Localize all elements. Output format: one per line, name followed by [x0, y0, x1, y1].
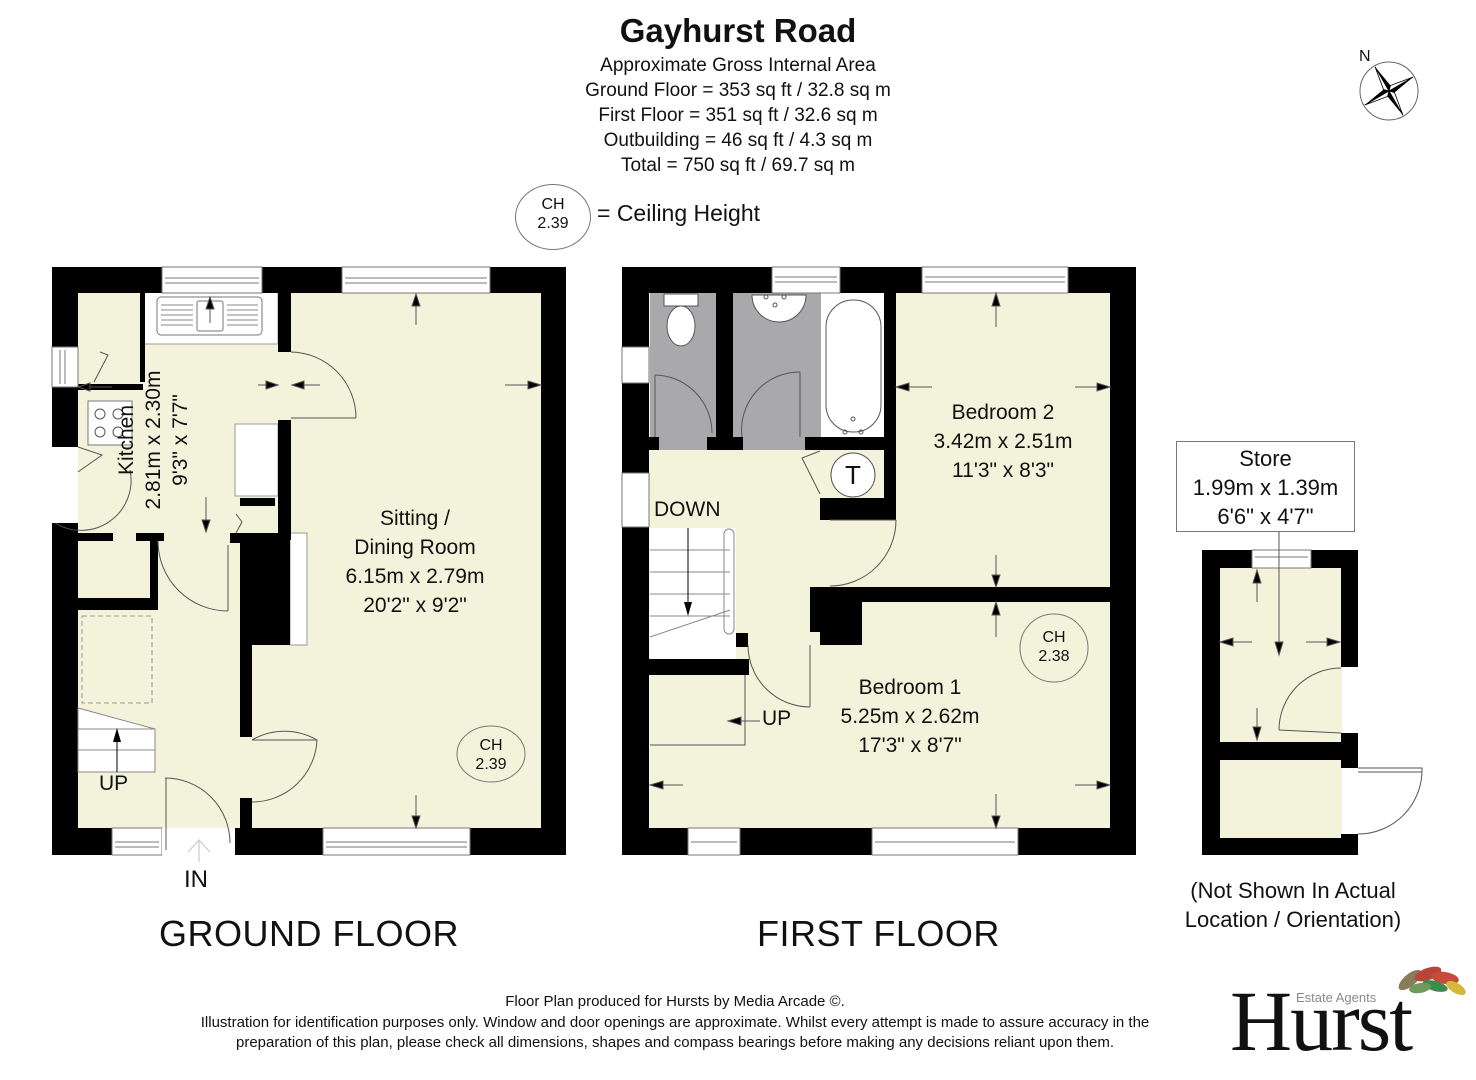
store-label-box: Store 1.99m x 1.39m 6'6" x 4'7" [1176, 441, 1355, 532]
legend-symbol-ch: CH [541, 196, 565, 213]
area-ground-floor: Ground Floor = 353 sq ft / 32.8 sq m [585, 80, 891, 101]
ceiling-height-legend-text: = Ceiling Height [597, 200, 761, 226]
compass-rose-icon [1359, 61, 1419, 121]
ground-floor-label: GROUND FLOOR [159, 913, 460, 954]
first-floor-plan [621, 266, 1136, 856]
area-outbuilding: Outbuilding = 46 sq ft / 4.3 sq m [603, 130, 873, 151]
bedroom2-imperial: 11'3" x 8'3" [952, 459, 1054, 482]
ground-ceiling-height-badge: CH 2.39 [457, 736, 525, 774]
bedroom2-metric: 3.42m x 2.51m [933, 430, 1073, 453]
hurst-logo: Estate Agents Hurst [1230, 960, 1470, 1070]
ground-floor-plan [51, 266, 566, 862]
outbuilding-orientation-note: (Not Shown In Actual Location / Orientat… [1160, 876, 1426, 934]
store-metric: 1.99m x 1.39m [1192, 475, 1339, 500]
kitchen-label: Kitchen 2.81m x 2.30m 9'3" x 7'7" [113, 345, 213, 535]
ground-ch-value: 2.39 [475, 756, 507, 773]
ceiling-height-legend-symbol: CH 2.39 [515, 184, 591, 250]
floor-plan-credit: Floor Plan produced for Hursts by Media … [505, 993, 845, 1010]
stairs-down-label: DOWN [654, 498, 721, 521]
ground-ch-label: CH [479, 737, 503, 754]
area-subtitle: Approximate Gross Internal Area [600, 55, 876, 76]
water-tank-label: T [845, 460, 861, 490]
outbuilding-plan [1202, 532, 1423, 855]
bedroom1-imperial: 17'3" x 8'7" [858, 734, 962, 757]
bedroom-1-label: Bedroom 1 5.25m x 2.62m 17'3" x 8'7" [810, 673, 1010, 760]
logo-wordmark: Hurst [1230, 973, 1413, 1069]
kitchen-metric: 2.81m x 2.30m [142, 370, 165, 510]
leaves-icon [1398, 966, 1466, 995]
first-stairs-up-label: UP [762, 707, 792, 730]
ground-stairs-up-label: UP [99, 772, 129, 795]
first-ch-value: 2.38 [1038, 648, 1070, 665]
disclaimer-line-1: Illustration for identification purposes… [200, 1014, 1150, 1031]
bedroom1-metric: 5.25m x 2.62m [840, 705, 980, 728]
note-line-2: Location / Orientation) [1184, 907, 1402, 932]
area-first-floor: First Floor = 351 sq ft / 32.6 sq m [598, 105, 878, 126]
bedroom-2-label: Bedroom 2 3.42m x 2.51m 11'3" x 8'3" [897, 398, 1109, 485]
store-imperial: 6'6" x 4'7" [1217, 504, 1314, 529]
logo-tagline: Estate Agents [1296, 990, 1377, 1005]
sitting-name-line2: Dining Room [354, 536, 476, 559]
sitting-imperial: 20'2" x 9'2" [363, 594, 467, 617]
area-total: Total = 750 sq ft / 69.7 sq m [621, 155, 855, 176]
first-ch-label: CH [1042, 629, 1066, 646]
kitchen-imperial: 9'3" x 7'7" [169, 394, 192, 486]
sitting-metric: 6.15m x 2.79m [345, 565, 485, 588]
sitting-dining-room-label: Sitting / Dining Room 6.15m x 2.79m 20'2… [315, 504, 515, 620]
kitchen-name: Kitchen [115, 404, 138, 476]
compass-north-label: N [1359, 48, 1371, 65]
plan-title: Gayhurst Road [619, 12, 857, 49]
disclaimer-line-2: preparation of this plan, please check a… [235, 1034, 1114, 1051]
sitting-name-line1: Sitting / [379, 507, 451, 530]
store-name: Store [1239, 446, 1292, 471]
first-ceiling-height-badge: CH 2.38 [1020, 628, 1088, 666]
note-line-1: (Not Shown In Actual [1190, 878, 1396, 903]
entrance-label: IN [184, 866, 208, 893]
legend-symbol-value: 2.39 [537, 215, 569, 232]
bedroom2-name: Bedroom 2 [951, 401, 1055, 424]
bedroom1-name: Bedroom 1 [858, 676, 962, 699]
first-floor-label: FIRST FLOOR [757, 913, 1000, 954]
